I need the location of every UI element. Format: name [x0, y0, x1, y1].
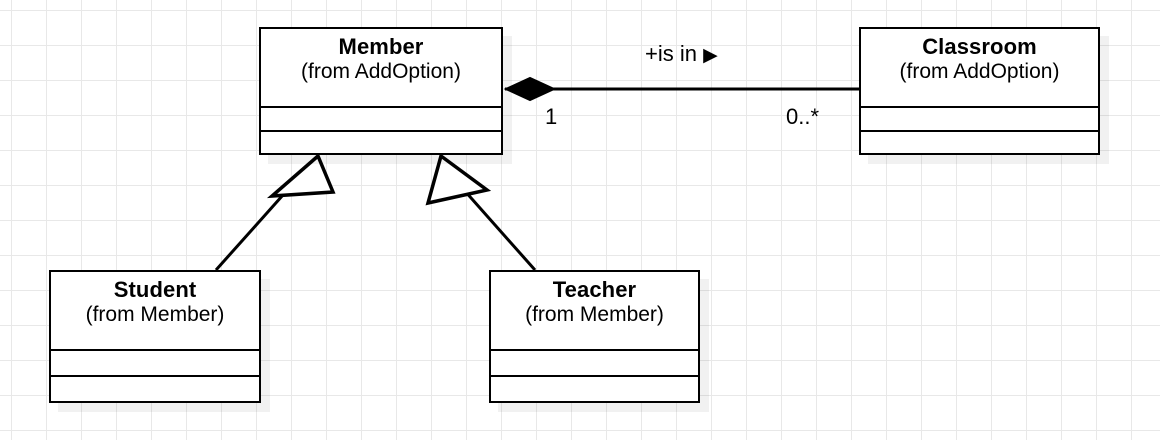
- class-name-teacher: Teacher: [552, 277, 637, 302]
- multiplicity-target-classroom[interactable]: 0..*: [786, 104, 820, 129]
- class-name-member: Member: [338, 34, 424, 59]
- class-header-student: Student (from Member): [51, 272, 259, 351]
- class-box-classroom[interactable]: Classroom (from AddOption): [859, 27, 1100, 155]
- class-operations-student[interactable]: [51, 377, 259, 400]
- class-from-member: (from AddOption): [301, 59, 461, 83]
- class-header-classroom: Classroom (from AddOption): [861, 29, 1098, 108]
- class-attributes-member[interactable]: [261, 108, 501, 132]
- multiplicity-source-member[interactable]: 1: [545, 104, 558, 129]
- class-attributes-teacher[interactable]: [491, 351, 698, 377]
- class-header-teacher: Teacher (from Member): [491, 272, 698, 351]
- class-operations-teacher[interactable]: [491, 377, 698, 400]
- class-box-member[interactable]: Member (from AddOption): [259, 27, 503, 155]
- generalization-line-student: [214, 185, 293, 271]
- class-from-classroom: (from AddOption): [899, 59, 1060, 83]
- class-operations-member[interactable]: [261, 132, 501, 152]
- generalization-student-member[interactable]: [214, 153, 336, 271]
- class-from-student: (from Member): [85, 302, 225, 326]
- class-operations-classroom[interactable]: [861, 132, 1098, 152]
- association-label-is-in[interactable]: +is in ▶: [645, 41, 718, 67]
- generalization-triangle-icon-student: [266, 153, 336, 199]
- composition-diamond-icon: [503, 76, 557, 102]
- class-from-teacher: (from Member): [525, 302, 664, 326]
- direction-arrow-icon: ▶: [703, 45, 718, 66]
- generalization-line-teacher: [462, 189, 537, 271]
- association-label-text: +is in: [645, 41, 697, 66]
- generalization-teacher-member[interactable]: [425, 153, 537, 271]
- composition-member-classroom[interactable]: [503, 76, 859, 102]
- generalization-triangle-icon-teacher: [425, 153, 492, 206]
- class-box-student[interactable]: Student (from Member): [49, 270, 261, 403]
- class-attributes-classroom[interactable]: [861, 108, 1098, 132]
- class-attributes-student[interactable]: [51, 351, 259, 377]
- class-box-teacher[interactable]: Teacher (from Member): [489, 270, 700, 403]
- class-name-classroom: Classroom: [922, 34, 1037, 59]
- class-name-student: Student: [113, 277, 197, 302]
- class-header-member: Member (from AddOption): [261, 29, 501, 108]
